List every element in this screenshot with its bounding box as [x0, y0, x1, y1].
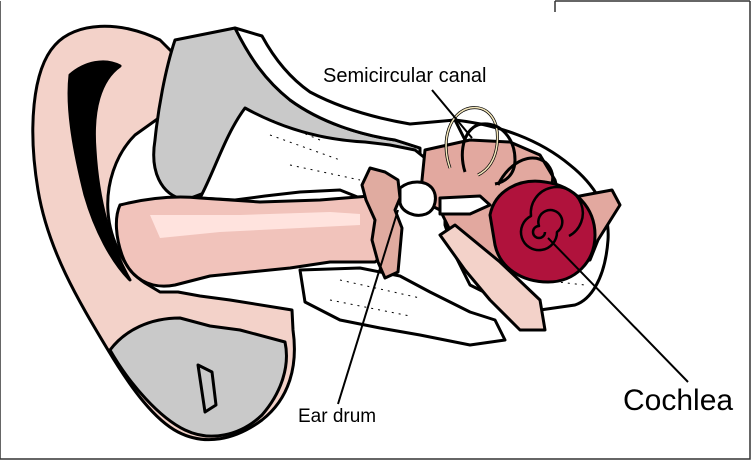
ear-drum-label: Ear drum: [298, 407, 376, 426]
concha-cartilage: [110, 318, 286, 436]
cochlea-leader: [548, 238, 688, 382]
cochlea-label: Cochlea: [623, 386, 733, 416]
cochlea-body: [490, 181, 595, 282]
cochlea: [490, 181, 595, 282]
semicircular-canal-label: Semicircular canal: [323, 66, 486, 86]
